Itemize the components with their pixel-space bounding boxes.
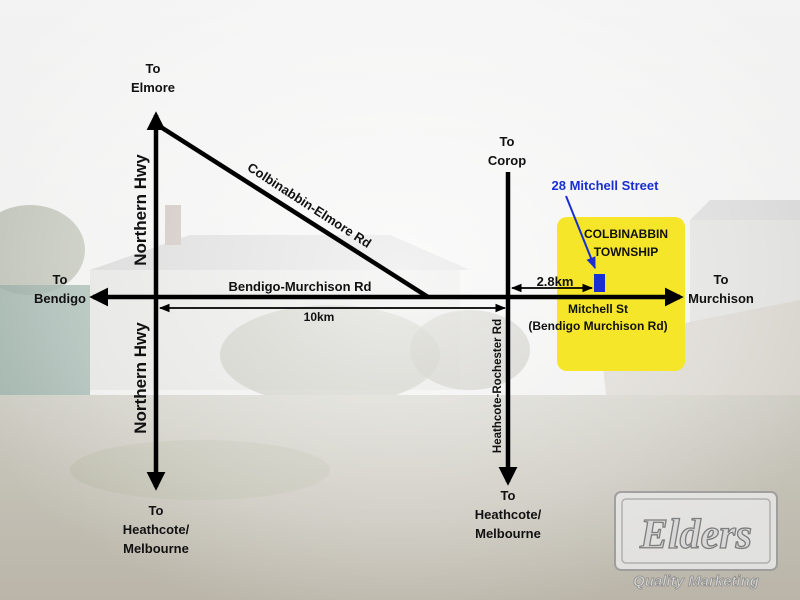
road-label-northern-hwy-upper: Northern Hwy <box>131 154 150 266</box>
road-label-colbinabbin-elmore: Colbinabbin-Elmore Rd <box>245 160 374 251</box>
dest-heathcote-left-line1: To <box>149 503 164 518</box>
dest-bendigo-line1: To <box>53 272 68 287</box>
logo-tagline: Quality Marketing <box>633 573 759 590</box>
dest-bendigo-line2: Bendigo <box>34 291 86 306</box>
dest-corop-line2: Corop <box>488 153 526 168</box>
elders-logo: Elders <box>614 491 778 571</box>
property-address: 28 Mitchell Street <box>552 178 660 193</box>
road-label-bendigo-murchison: Bendigo-Murchison Rd <box>229 279 372 294</box>
township-name-line2: TOWNSHIP <box>594 245 658 259</box>
distance-label-2-8km: 2.8km <box>537 274 574 289</box>
street-name-line1: Mitchell St <box>568 302 628 316</box>
dest-heathcote-left-line3: Melbourne <box>123 541 189 556</box>
dest-heathcote-right-line3: Melbourne <box>475 526 541 541</box>
distance-label-10km: 10km <box>304 310 335 324</box>
dest-elmore-line1: To <box>146 61 161 76</box>
dest-heathcote-left-line2: Heathcote/ <box>123 522 190 537</box>
property-marker <box>594 274 605 292</box>
property-pointer-arrow <box>565 195 596 270</box>
dest-heathcote-right-line1: To <box>501 488 516 503</box>
township-name-line1: COLBINABBIN <box>584 227 668 241</box>
dest-murchison-line2: Murchison <box>688 291 754 306</box>
dest-murchison-line1: To <box>714 272 729 287</box>
street-name-line2: (Bendigo Murchison Rd) <box>528 319 667 333</box>
logo-text: Elders <box>639 512 752 558</box>
road-label-northern-hwy-lower: Northern Hwy <box>131 322 150 434</box>
road-label-heathcote-rochester: Heathcote-Rochester Rd <box>492 319 504 453</box>
dest-elmore-line2: Elmore <box>131 80 175 95</box>
dest-corop-line1: To <box>500 134 515 149</box>
dest-heathcote-right-line2: Heathcote/ <box>475 507 542 522</box>
colbinabbin-elmore-road-line <box>154 122 430 299</box>
